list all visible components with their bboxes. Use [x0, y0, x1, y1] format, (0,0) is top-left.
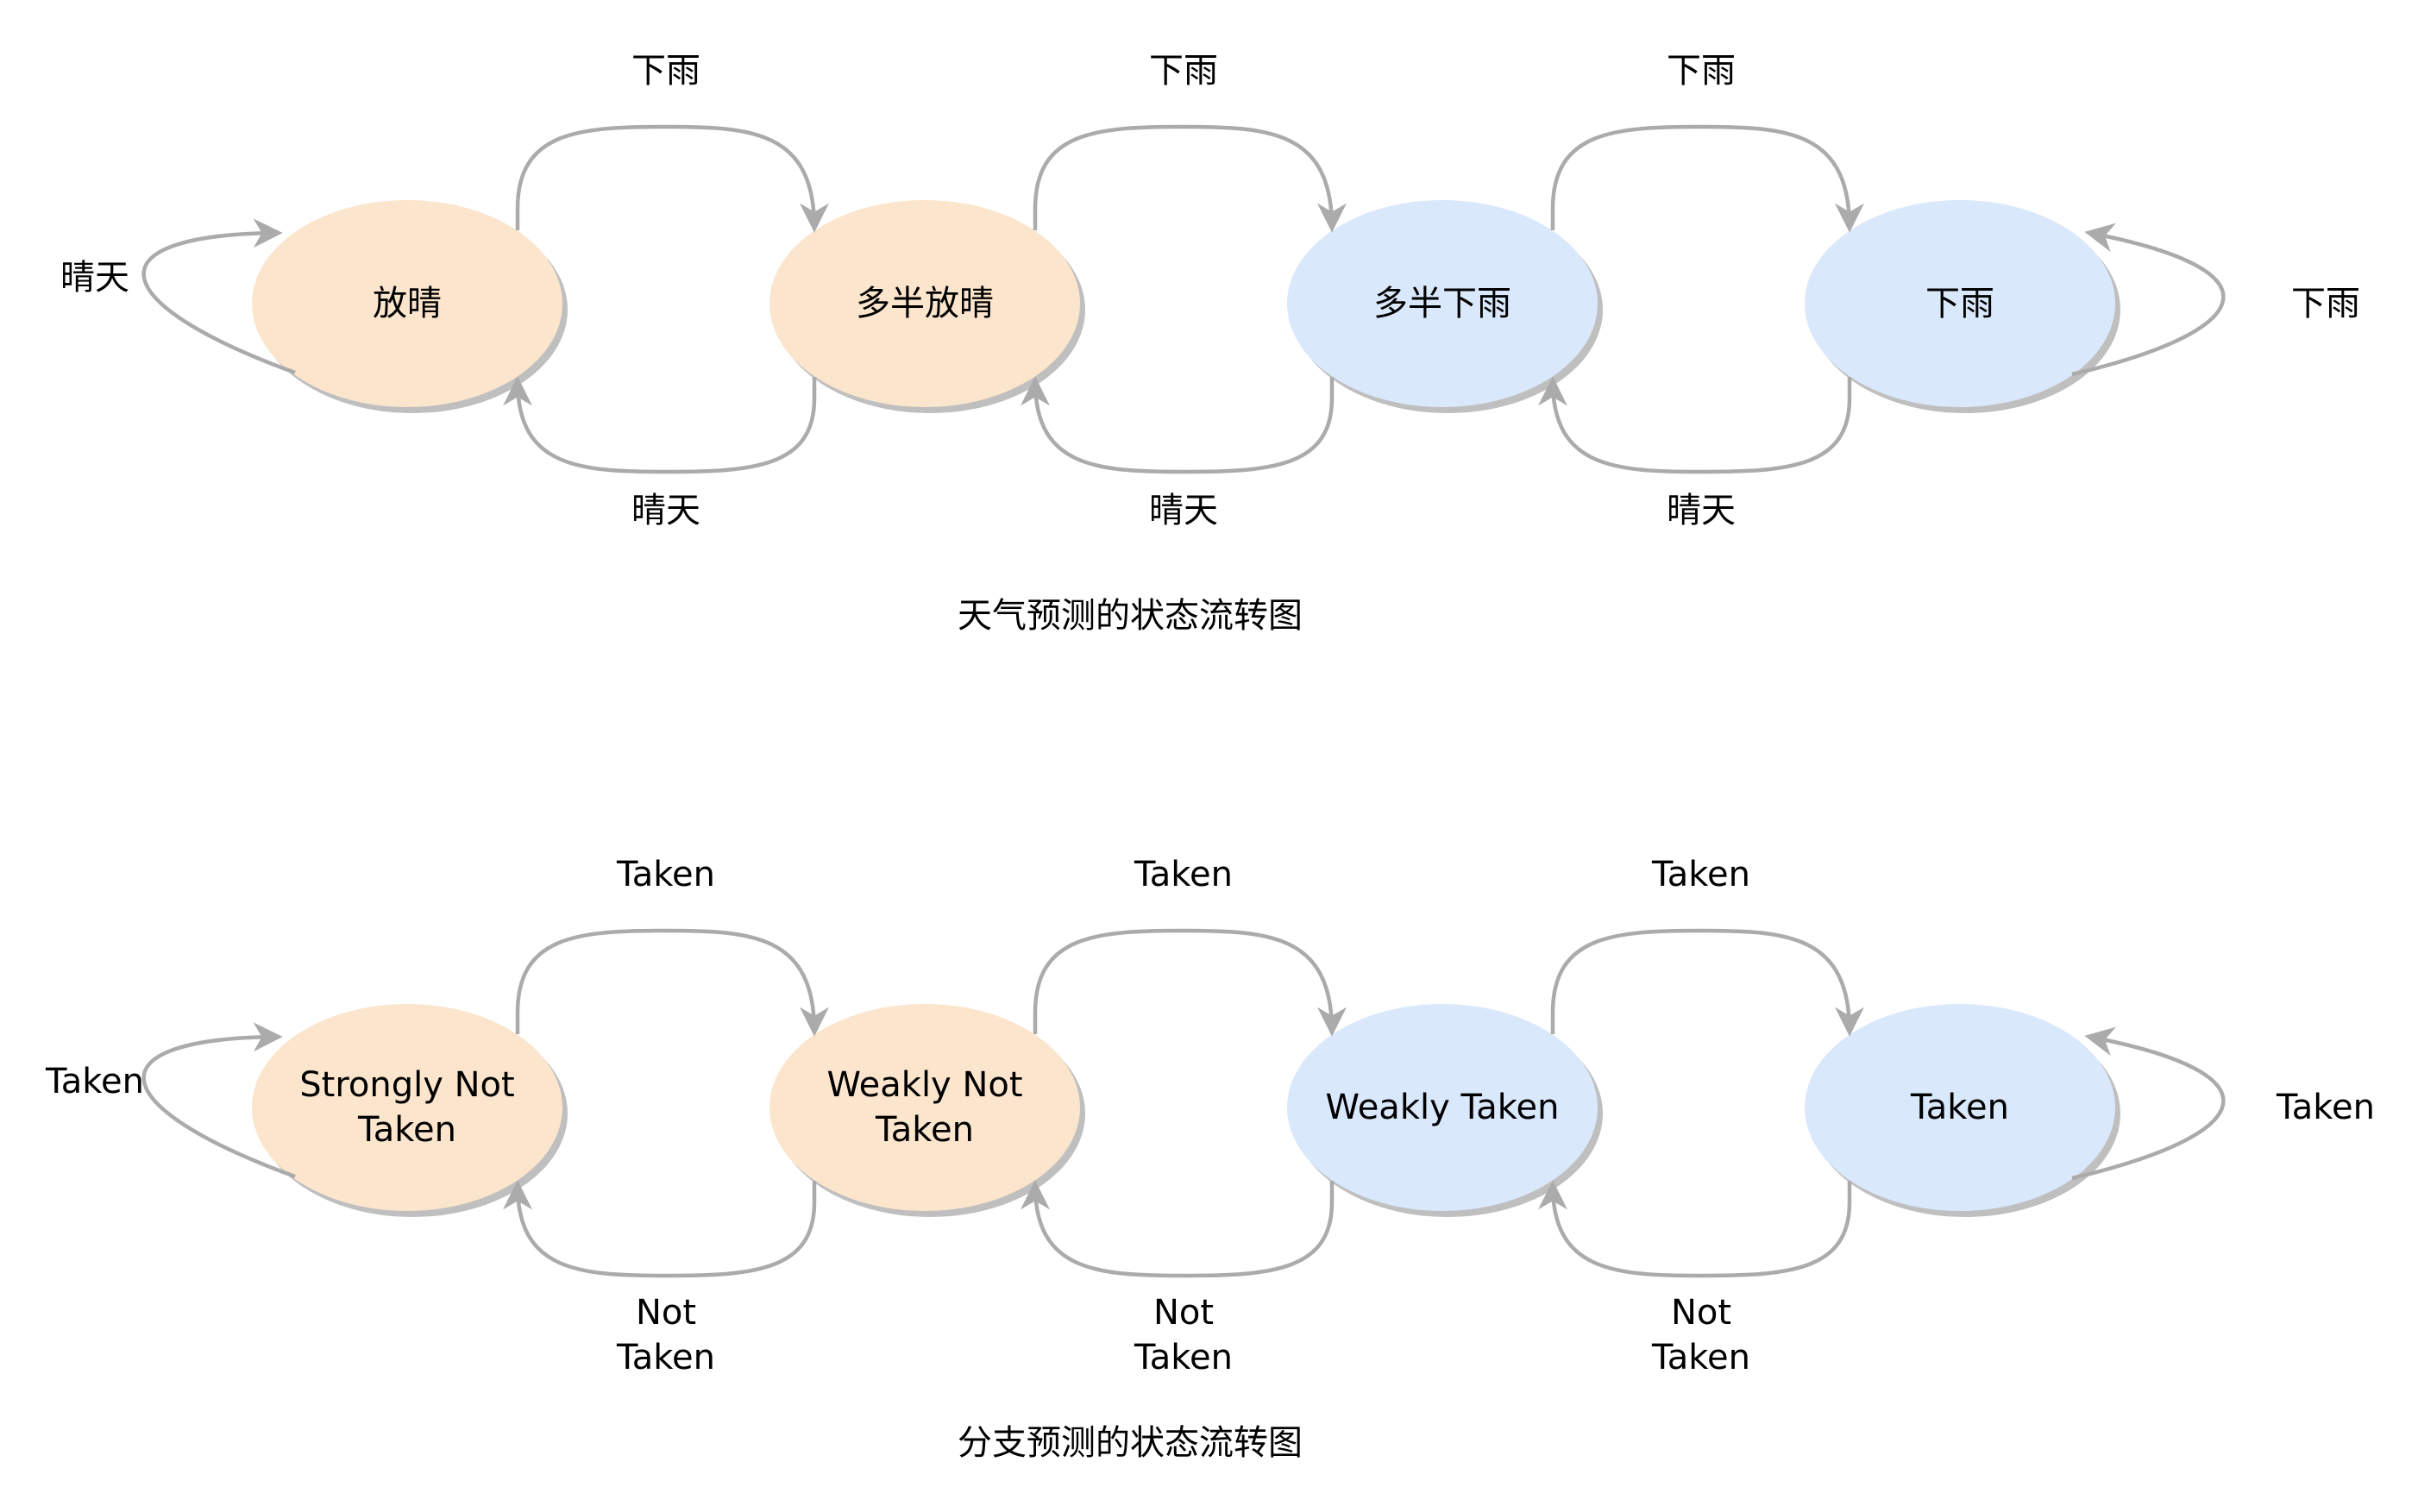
- state-label: 多半放晴: [856, 284, 994, 323]
- state-label: Weakly Not: [826, 1065, 1022, 1105]
- forward-transition-arrow: [515, 928, 829, 1037]
- backward-transition-label: Not: [1153, 1293, 1214, 1333]
- state-node: [769, 1004, 1080, 1211]
- backward-transition-arrow: [503, 1180, 817, 1278]
- weather-state-diagram: 放晴多半放晴多半下雨下雨下雨晴天下雨晴天下雨晴天晴天下雨天气预测的状态流转图: [60, 51, 2360, 636]
- right-self-loop-label: Taken: [2276, 1088, 2375, 1127]
- right-self-loop-arrow: [2071, 223, 2226, 377]
- diagram-caption: 天气预测的状态流转图: [958, 596, 1303, 636]
- state-label: 放晴: [373, 284, 442, 323]
- state-node: [1805, 200, 2115, 407]
- state-node: [769, 200, 1080, 407]
- backward-transition-label: 晴天: [631, 491, 700, 530]
- left-self-loop-arrow: [141, 1022, 296, 1179]
- forward-transition-arrow: [1033, 124, 1347, 233]
- backward-transition-arrow: [503, 376, 817, 474]
- backward-transition-arrow: [1021, 1180, 1335, 1278]
- backward-transition-arrow: [1538, 376, 1852, 474]
- state-node: [1805, 1004, 2115, 1211]
- state-node: [252, 200, 562, 407]
- left-self-loop-arrow: [141, 218, 296, 375]
- state-node: [1287, 200, 1598, 407]
- forward-transition-label: 下雨: [1667, 51, 1736, 91]
- backward-transition-label: Taken: [616, 1338, 715, 1377]
- forward-transition-arrow: [1550, 124, 1864, 233]
- forward-transition-arrow: [515, 124, 829, 233]
- left-self-loop-label: 晴天: [60, 258, 129, 298]
- state-label: Taken: [875, 1110, 974, 1150]
- forward-transition-label: Taken: [1651, 855, 1750, 894]
- state-label: Strongly Not: [299, 1065, 514, 1105]
- backward-transition-label: Not: [636, 1293, 696, 1333]
- forward-transition-label: Taken: [616, 855, 715, 894]
- backward-transition-arrow: [1538, 1180, 1852, 1278]
- backward-transition-label: 晴天: [1149, 491, 1218, 530]
- right-self-loop-arrow: [2071, 1026, 2226, 1181]
- backward-transition-arrow: [1021, 376, 1335, 474]
- right-self-loop-label: 下雨: [2291, 284, 2360, 323]
- state-label: Taken: [1910, 1088, 2009, 1127]
- state-label: Taken: [357, 1110, 456, 1150]
- forward-transition-label: 下雨: [631, 51, 700, 91]
- forward-transition-label: Taken: [1134, 855, 1233, 894]
- backward-transition-label: Not: [1671, 1293, 1731, 1333]
- state-label: 下雨: [1925, 284, 1994, 323]
- state-node: [252, 1004, 562, 1211]
- backward-transition-label: 晴天: [1667, 491, 1736, 530]
- state-label: Weakly Taken: [1325, 1088, 1559, 1127]
- state-label: 多半下雨: [1373, 284, 1511, 323]
- forward-transition-arrow: [1033, 928, 1347, 1037]
- backward-transition-label: Taken: [1134, 1338, 1233, 1377]
- left-self-loop-label: Taken: [45, 1062, 144, 1101]
- diagram-caption: 分支预测的状态流转图: [958, 1423, 1303, 1463]
- state-node: [1287, 1004, 1598, 1211]
- backward-transition-label: Taken: [1651, 1338, 1750, 1377]
- forward-transition-label: 下雨: [1149, 51, 1218, 91]
- forward-transition-arrow: [1550, 928, 1864, 1037]
